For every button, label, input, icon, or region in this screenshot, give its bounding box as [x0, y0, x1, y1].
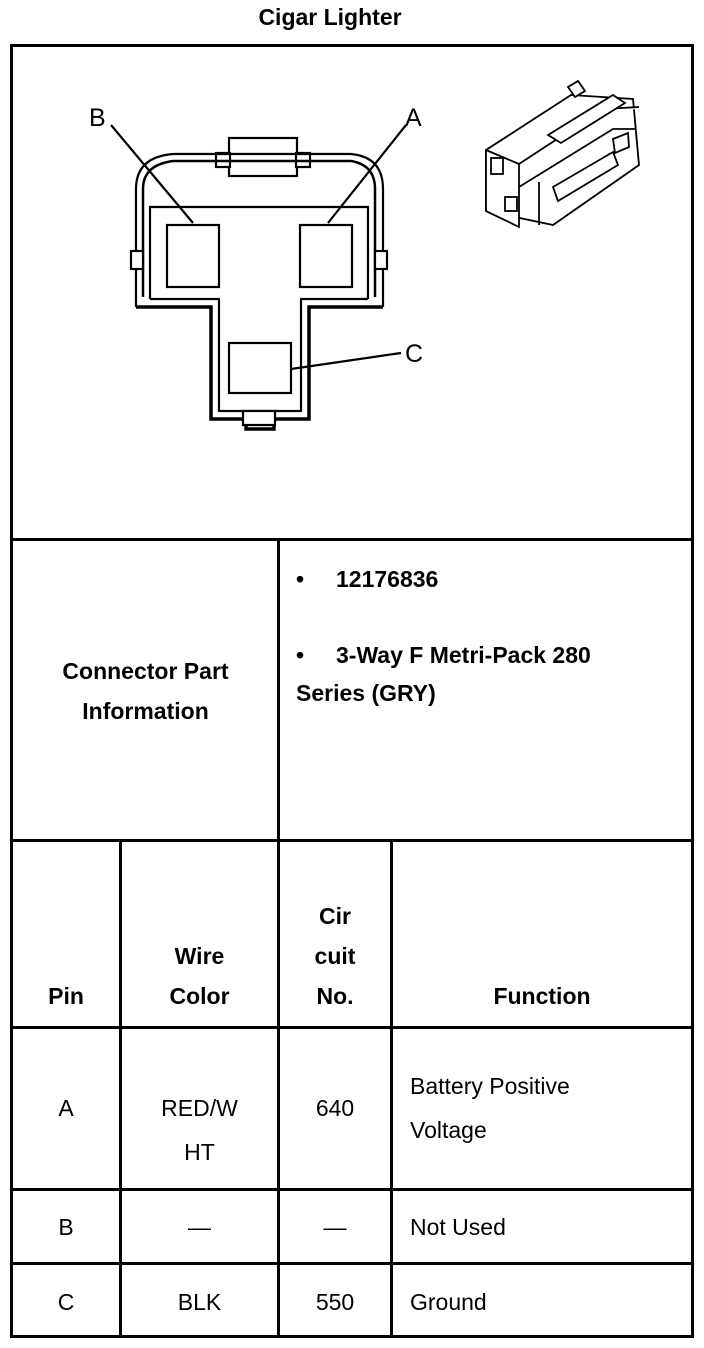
pin-label-a: A: [405, 104, 422, 132]
table-cell-wire-color: —: [188, 1214, 211, 1240]
divider: [10, 1188, 694, 1191]
header-function: Function: [493, 983, 591, 1009]
divider: [390, 839, 393, 1338]
table-cell-circuit: 550: [315, 1289, 355, 1315]
divider: [10, 538, 694, 541]
table-cell-wire-color: BLK: [177, 1289, 222, 1315]
divider: [10, 1026, 694, 1029]
bullet-icon: •: [296, 642, 305, 668]
part-number-item: •12176836: [296, 560, 686, 598]
connector-table-frame: [10, 44, 694, 1338]
divider: [10, 1262, 694, 1265]
pin-label-b: B: [89, 104, 106, 132]
connector-diagram: B A C: [89, 79, 640, 431]
bullet-icon: •: [296, 566, 305, 592]
header-wire-color: Wire Color: [169, 943, 230, 1009]
connector-type-item: •3-Way F Metri-Pack 280 Series (GRY): [296, 636, 626, 712]
table-cell-function: Not Used: [410, 1214, 506, 1240]
connector-part-info-label: Connector Part Information: [62, 658, 229, 724]
table-cell-function: Ground: [410, 1289, 487, 1315]
table-cell-pin: C: [57, 1289, 75, 1315]
table-cell-circuit: —: [323, 1214, 347, 1240]
connector-face-diagram-icon: [110, 124, 407, 431]
divider: [10, 839, 694, 842]
divider: [119, 839, 122, 1338]
header-circuit-no: Cir cuit No.: [314, 903, 356, 1009]
table-cell-circuit: 640: [315, 1095, 355, 1121]
table-cell-pin: A: [58, 1095, 74, 1121]
header-pin: Pin: [48, 983, 84, 1009]
table-cell-pin: B: [58, 1214, 74, 1240]
divider: [277, 538, 280, 1338]
pin-label-c: C: [405, 340, 423, 368]
connector-3d-illustration-icon: [485, 79, 640, 229]
connector-part-info-list: •12176836 •3-Way F Metri-Pack 280 Series…: [296, 560, 686, 750]
page-title: Cigar Lighter: [258, 4, 402, 30]
